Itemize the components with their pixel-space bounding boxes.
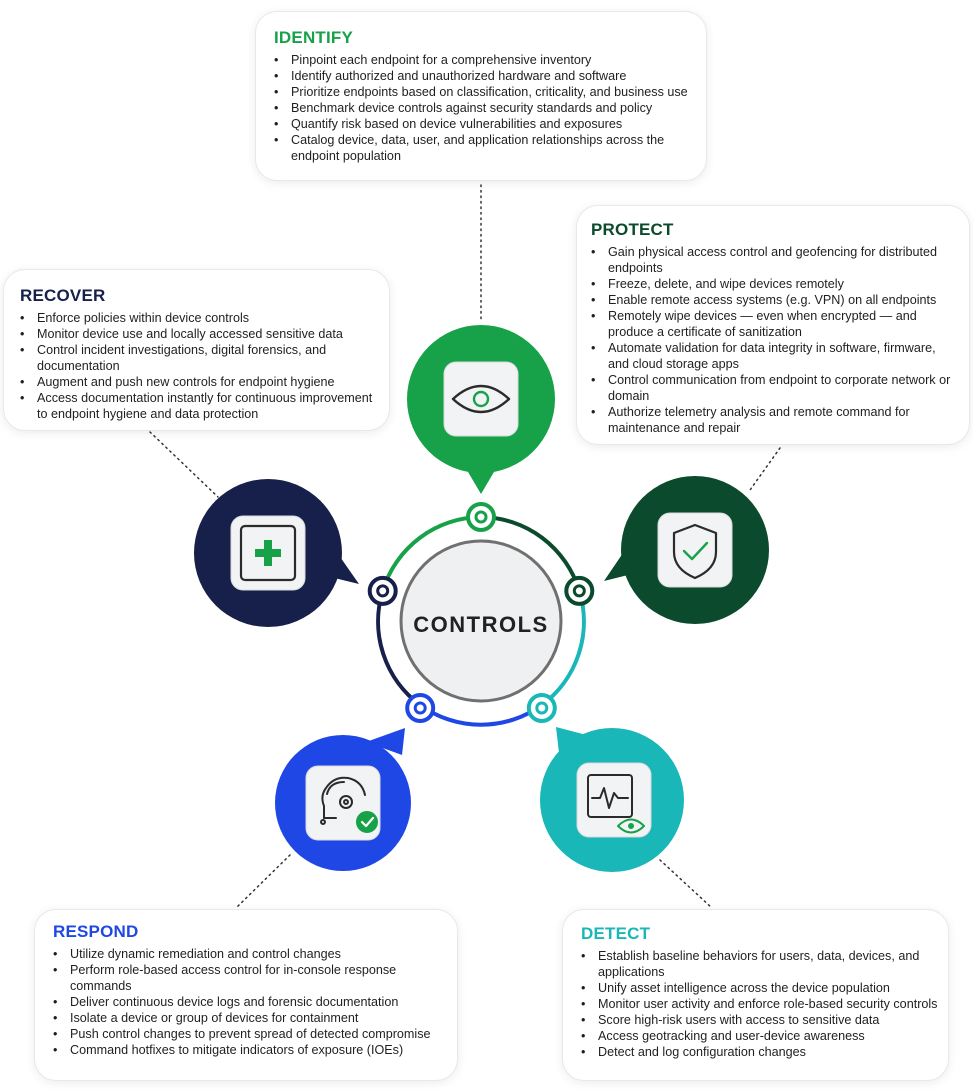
list-item: Quantify risk based on device vulnerabil… [274, 116, 690, 132]
detect-bubble [540, 727, 684, 872]
recover-connector [149, 431, 219, 498]
shield-check-icon [672, 523, 718, 580]
ring-nodes [367, 502, 595, 723]
list-item: Establish baseline behaviors for users, … [581, 948, 938, 980]
ring-arc-identify [380, 515, 482, 592]
list-item: Detect and log configuration changes [581, 1044, 938, 1060]
list-item: Pinpoint each endpoint for a comprehensi… [274, 52, 690, 68]
center-label: CONTROLS [413, 612, 548, 637]
protect-title: PROTECT [591, 220, 674, 239]
respond-bubble [275, 728, 411, 871]
list-item: Monitor device use and locally accessed … [20, 326, 377, 342]
node-detect [526, 693, 557, 723]
list-item: Enforce policies within device controls [20, 310, 377, 326]
headset-agent-check-icon [320, 776, 378, 833]
list-item: Perform role-based access control for in… [53, 962, 443, 994]
detect-title: DETECT [581, 924, 651, 943]
list-item: Push control changes to prevent spread o… [53, 1026, 443, 1042]
list-item: Remotely wipe devices — even when encryp… [591, 308, 959, 340]
recover-bubble [194, 479, 359, 627]
respond-title: RESPOND [53, 922, 139, 941]
identify-list: Pinpoint each endpoint for a comprehensi… [274, 52, 690, 164]
recover-title: RECOVER [20, 286, 106, 305]
protect-bubble [604, 476, 769, 624]
recover-card: RECOVER Enforce policies within device c… [3, 269, 390, 431]
list-item: Automate validation for data integrity i… [591, 340, 959, 372]
center-disc [399, 539, 563, 703]
list-item: Access geotracking and user-device aware… [581, 1028, 938, 1044]
respond-list: Utilize dynamic remediation and control … [53, 946, 443, 1058]
identify-bubble [407, 325, 555, 494]
list-item: Monitor user activity and enforce role-b… [581, 996, 938, 1012]
ring-arc-recover [376, 590, 422, 707]
list-item: Score high-risk users with access to sen… [581, 1012, 938, 1028]
ring-arc-respond [419, 703, 543, 727]
recover-list: Enforce policies within device controls … [20, 310, 377, 422]
list-item: Unify asset intelligence across the devi… [581, 980, 938, 996]
dotted-connectors [149, 184, 781, 909]
protect-connector [749, 447, 781, 491]
list-item: Augment and push new controls for endpoi… [20, 374, 377, 390]
detect-card: DETECT Establish baseline behaviors for … [562, 909, 949, 1081]
detect-list: Establish baseline behaviors for users, … [581, 948, 938, 1060]
list-item: Enable remote access systems (e.g. VPN) … [591, 292, 959, 308]
respond-card: RESPOND Utilize dynamic remediation and … [34, 909, 458, 1081]
ring-arc-detect [540, 590, 586, 707]
protect-list: Gain physical access control and geofenc… [591, 244, 959, 436]
eye-icon [451, 384, 511, 414]
list-item: Prioritize endpoints based on classifica… [274, 84, 690, 100]
detect-connector [659, 859, 713, 909]
list-item: Access documentation instantly for conti… [20, 390, 377, 422]
respond-connector [235, 854, 291, 909]
list-item: Isolate a device or group of devices for… [53, 1010, 443, 1026]
protect-card: PROTECT Gain physical access control and… [576, 205, 970, 445]
list-item: Deliver continuous device logs and foren… [53, 994, 443, 1010]
medical-cross-icon [239, 524, 297, 582]
list-item: Control incident investigations, digital… [20, 342, 377, 374]
identify-title: IDENTIFY [274, 28, 354, 47]
list-item: Benchmark device controls against securi… [274, 100, 690, 116]
monitor-pulse-eye-icon [587, 774, 645, 834]
node-identify [466, 502, 496, 532]
list-item: Utilize dynamic remediation and control … [53, 946, 443, 962]
node-respond [405, 693, 436, 723]
list-item: Authorize telemetry analysis and remote … [591, 404, 959, 436]
node-recover [367, 575, 398, 606]
list-item: Freeze, delete, and wipe devices remotel… [591, 276, 959, 292]
list-item: Command hotfixes to mitigate indicators … [53, 1042, 443, 1058]
identify-card: IDENTIFY Pinpoint each endpoint for a co… [255, 11, 707, 181]
node-protect [564, 575, 595, 606]
list-item: Identify authorized and unauthorized har… [274, 68, 690, 84]
list-item: Catalog device, data, user, and applicat… [274, 132, 690, 164]
list-item: Gain physical access control and geofenc… [591, 244, 959, 276]
list-item: Control communication from endpoint to c… [591, 372, 959, 404]
ring-arc-protect [480, 515, 582, 592]
